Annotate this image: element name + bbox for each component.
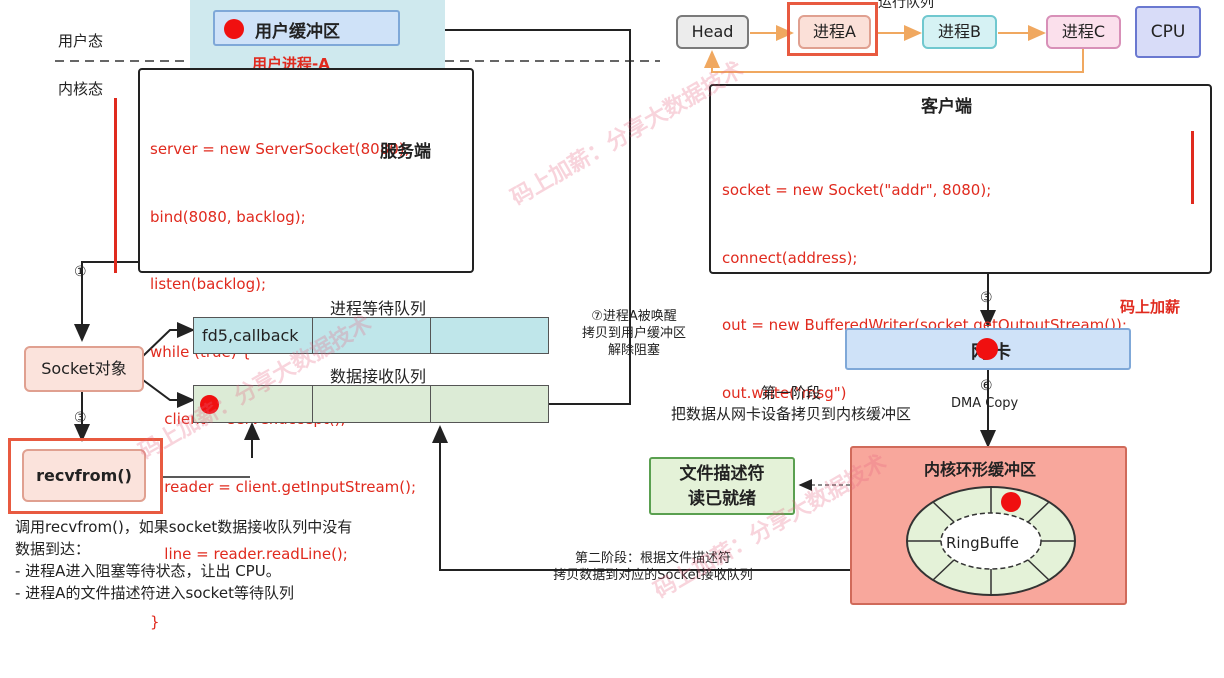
highlight-frame bbox=[787, 2, 878, 56]
step-3-client-marker: ③ bbox=[980, 290, 993, 306]
red-dot-icon bbox=[200, 395, 219, 414]
dma-copy-label: DMA Copy bbox=[951, 396, 1019, 411]
kernel-ring-buffer: 内核环形缓冲区 RingBuffe bbox=[850, 446, 1127, 605]
recv-queue-cell bbox=[194, 386, 313, 422]
recvfrom-highlight bbox=[8, 438, 163, 514]
fd-ready-box: 文件描述符 读已就绪 bbox=[649, 457, 795, 515]
wake-note-line: ⑦进程A被唤醒 bbox=[591, 309, 677, 324]
run-queue-label: 运行队列 bbox=[878, 0, 934, 11]
socket-object: Socket对象 bbox=[24, 346, 144, 392]
phase-1-line: 把数据从网卡设备拷贝到内核缓冲区 bbox=[670, 405, 911, 423]
code-line: bind(8080, backlog); bbox=[150, 207, 306, 226]
code-line: } bbox=[150, 612, 160, 631]
step-3-marker: ③ bbox=[74, 410, 87, 426]
user-buffer-box: 用户缓冲区 bbox=[213, 10, 400, 46]
user-space-label: 用户态 bbox=[58, 32, 104, 50]
server-title: 服务端 bbox=[380, 142, 431, 162]
recv-queue bbox=[193, 385, 549, 423]
phase-2-line: 拷贝数据到对应的Socket接收队列 bbox=[553, 568, 753, 583]
wait-queue-cell bbox=[312, 318, 431, 353]
server-marker-bar bbox=[114, 98, 117, 273]
client-marker-bar bbox=[1191, 131, 1194, 204]
process-c: 进程C bbox=[1046, 15, 1121, 49]
code-line: socket = new Socket("addr", 8080); bbox=[722, 181, 992, 199]
recv-queue-cell bbox=[312, 386, 431, 422]
fd-ready-line: 读已就绪 bbox=[688, 489, 756, 509]
client-code-box: 客户端 socket = new Socket("addr", 8080); c… bbox=[709, 84, 1212, 402]
explanation-line: 数据到达： bbox=[15, 540, 91, 558]
code-line: connect(address); bbox=[722, 248, 858, 267]
kernel-space-label: 内核态 bbox=[58, 80, 104, 98]
user-buffer-title: 用户缓冲区 bbox=[255, 22, 340, 42]
code-line: out.write("msg") bbox=[722, 383, 847, 402]
explanation-line: - 进程A进入阻塞等待状态，让出 CPU。 bbox=[15, 562, 281, 580]
ring-buffer-title: 内核环形缓冲区 bbox=[924, 460, 1037, 479]
user-process-panel: 用户缓冲区 用户进程-A bbox=[190, 0, 445, 90]
brand-label: 码上加薪 bbox=[1120, 298, 1181, 316]
wake-note: ⑦进程A被唤醒 拷贝到用户缓冲区 解除阻塞 bbox=[568, 308, 700, 359]
nic-box: 网卡 bbox=[845, 328, 1131, 370]
red-dot-icon bbox=[976, 338, 998, 360]
code-line: server = new ServerSocket(8080); bbox=[150, 140, 410, 158]
wake-note-line: 解除阻塞 bbox=[607, 343, 660, 358]
client-code: socket = new Socket("addr", 8080); conne… bbox=[722, 134, 1127, 449]
phase-1-note: 第一阶段 把数据从网卡设备拷贝到内核缓冲区 bbox=[646, 383, 936, 425]
step-6-marker: ⑥ bbox=[980, 378, 993, 394]
process-a: 进程A bbox=[798, 15, 871, 49]
step-1-marker: ① bbox=[74, 264, 87, 280]
client-title: 客户端 bbox=[921, 97, 972, 117]
phase-2-line: 第二阶段：根据文件描述符 bbox=[574, 551, 731, 566]
explanation-line: - 进程A的文件描述符进入socket等待队列 bbox=[15, 584, 294, 602]
process-b: 进程B bbox=[922, 15, 997, 49]
red-dot-icon bbox=[224, 19, 244, 39]
recvfrom-box: recvfrom() bbox=[22, 449, 146, 502]
recv-queue-label: 数据接收队列 bbox=[330, 367, 427, 386]
wait-queue-label: 进程等待队列 bbox=[330, 299, 427, 318]
wake-note-line: 拷贝到用户缓冲区 bbox=[581, 326, 686, 341]
cpu-box: CPU bbox=[1135, 6, 1201, 58]
explanation-text: 调用recvfrom()，如果socket数据接收队列中没有 数据到达： - 进… bbox=[15, 516, 352, 604]
code-line: reader = client.getInputStream(); bbox=[150, 477, 417, 496]
server-code-box: server = new ServerSocket(8080); bind(80… bbox=[138, 68, 474, 631]
run-queue-head: Head bbox=[676, 15, 749, 49]
phase-2-note: 第二阶段：根据文件描述符 拷贝数据到对应的Socket接收队列 bbox=[528, 550, 778, 584]
explanation-line: 调用recvfrom()，如果socket数据接收队列中没有 bbox=[15, 518, 353, 536]
wait-queue: fd5,callback bbox=[193, 317, 549, 354]
fd-ready-line: 文件描述符 bbox=[679, 464, 765, 484]
phase-1-line: 第一阶段 bbox=[760, 384, 821, 402]
wait-queue-entry: fd5,callback bbox=[202, 326, 299, 345]
ring-buffer-label: RingBuffe bbox=[946, 534, 1019, 552]
code-line: line = reader.readLine(); bbox=[150, 545, 348, 563]
wait-queue-cell: fd5,callback bbox=[194, 318, 313, 353]
code-line: listen(backlog); bbox=[150, 275, 267, 293]
